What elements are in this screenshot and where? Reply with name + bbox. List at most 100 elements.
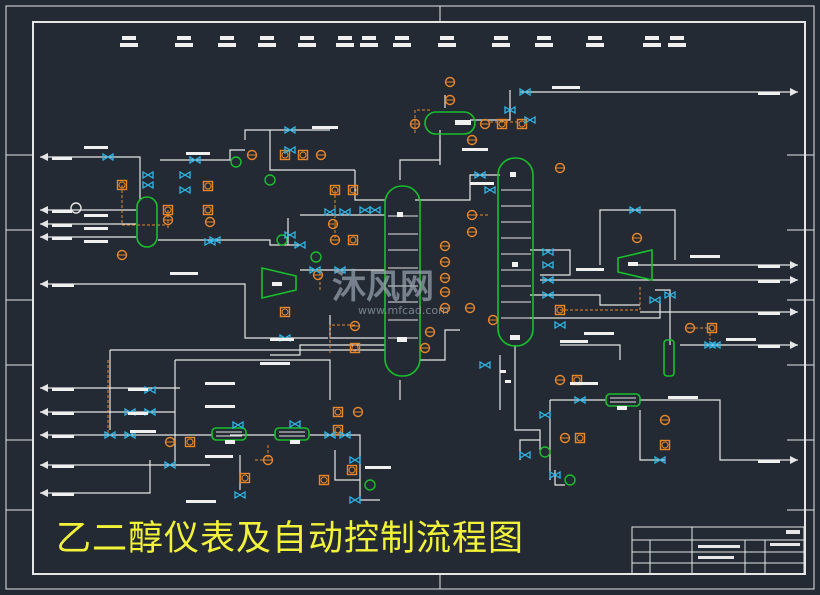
control-valve xyxy=(209,235,221,245)
line-tag xyxy=(726,338,756,341)
instrument-box-circle xyxy=(204,206,212,214)
control-valve xyxy=(284,230,296,240)
instrument-box-circle xyxy=(204,182,212,190)
line-tag xyxy=(270,338,294,341)
instrument-box xyxy=(554,304,566,316)
drawing-title: 乙二醇仪表及自动控制流程图 xyxy=(56,519,525,559)
equipment-tag xyxy=(668,43,686,47)
instrument-symbols xyxy=(116,76,718,486)
watermark-brand: 沐风网 xyxy=(332,267,434,307)
instrument-box xyxy=(659,439,671,451)
instrument-box xyxy=(202,180,214,192)
signal-lines xyxy=(107,109,711,461)
equipment-tag xyxy=(670,36,684,40)
control-valve xyxy=(232,420,244,430)
line-tag xyxy=(500,370,506,373)
instrument-box-circle xyxy=(518,120,526,128)
title-block xyxy=(631,526,805,575)
equipment-tag xyxy=(175,43,193,47)
line-tag xyxy=(52,210,72,213)
instrument-box-circle xyxy=(498,120,506,128)
instrument-box xyxy=(347,184,359,196)
control-valve xyxy=(104,430,116,440)
control-valve xyxy=(629,205,641,215)
control-valve xyxy=(309,265,321,275)
line-number-tags xyxy=(52,86,780,503)
sheet-frame xyxy=(5,5,815,590)
equipment-tag xyxy=(494,36,508,40)
line-tag xyxy=(758,280,780,283)
control-valve xyxy=(102,152,114,162)
pump-white xyxy=(70,202,82,214)
line-tag xyxy=(205,455,233,458)
control-valve xyxy=(142,180,154,190)
control-valve xyxy=(339,430,351,440)
line-tag xyxy=(758,92,780,95)
control-valve xyxy=(164,460,176,470)
instrument-box-circle xyxy=(349,186,357,194)
pump xyxy=(564,474,576,486)
control-valve xyxy=(709,340,721,350)
control-valve xyxy=(334,265,346,275)
equipment-tag xyxy=(588,36,602,40)
line-tag xyxy=(758,312,780,315)
line-tag xyxy=(128,388,148,391)
watermark-url: www.mfcad.com xyxy=(358,304,449,317)
control-valve xyxy=(189,155,201,165)
control-valve xyxy=(349,495,361,505)
control-valve xyxy=(539,410,551,420)
control-valve xyxy=(479,360,491,370)
equipment-tag xyxy=(643,43,661,47)
line-tag xyxy=(365,466,391,469)
equipment-tag xyxy=(338,36,352,40)
line-tag xyxy=(470,182,494,185)
pump xyxy=(539,446,551,458)
line-tag xyxy=(758,265,780,268)
instrument-box-circle xyxy=(186,438,194,446)
control-valve xyxy=(179,185,191,195)
instrument-box xyxy=(297,149,309,161)
equipment-tags xyxy=(225,120,638,444)
control-valve xyxy=(574,395,586,405)
control-valve xyxy=(704,340,716,350)
instrument-box xyxy=(116,179,128,191)
equipment-tag xyxy=(393,43,411,47)
line-tag xyxy=(758,460,780,463)
control-valve xyxy=(204,237,216,247)
line-tag xyxy=(584,332,614,335)
instrument-box-circle xyxy=(576,434,584,442)
control-valve xyxy=(484,185,496,195)
line-tag xyxy=(52,465,74,468)
reflux-drum-top xyxy=(424,111,476,135)
exchanger-2 xyxy=(274,427,310,441)
equipment-tag xyxy=(336,43,354,47)
control-valve xyxy=(324,430,336,440)
instrument-box xyxy=(349,342,361,354)
line-tag xyxy=(52,493,74,496)
control-valve xyxy=(654,455,666,465)
line-tag xyxy=(130,430,156,433)
control-valve xyxy=(289,419,301,429)
control-valve xyxy=(474,170,486,180)
equipment-tag xyxy=(120,43,138,47)
instrument-box-circle xyxy=(241,474,249,482)
line-tag xyxy=(186,500,216,503)
instrument-box xyxy=(516,118,528,130)
line-tag xyxy=(260,362,290,365)
control-valve xyxy=(524,115,536,125)
equipment-tag xyxy=(177,36,191,40)
line-tag xyxy=(52,224,72,227)
line-tag xyxy=(52,237,72,240)
reflux-drum-left xyxy=(136,196,158,248)
instrument-box-circle xyxy=(334,426,342,434)
control-valve xyxy=(179,170,191,180)
instrument-box xyxy=(202,204,214,216)
distillation-column-2 xyxy=(497,157,534,347)
instrument-box-circle xyxy=(708,324,716,332)
instrument-box xyxy=(162,204,174,216)
instrument-box xyxy=(706,322,718,334)
line-tag xyxy=(560,340,588,343)
instrument-box-circle xyxy=(661,441,669,449)
